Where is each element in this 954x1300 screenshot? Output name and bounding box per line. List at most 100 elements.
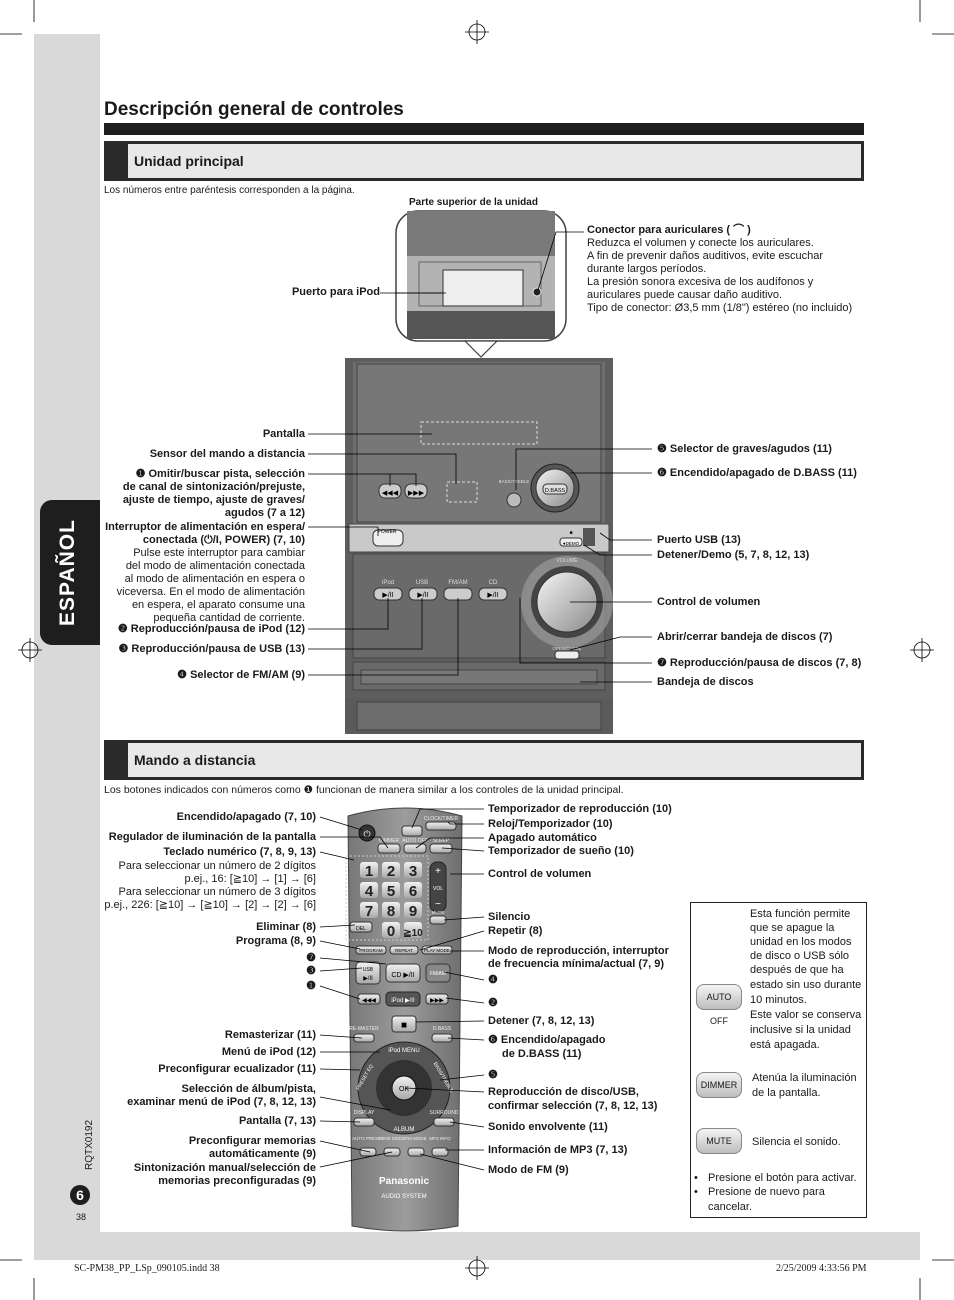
unit-ipod-text: iPod <box>382 580 394 586</box>
label-usb-port: Puerto USB (13) <box>657 534 741 546</box>
svg-text:⏻: ⏻ <box>363 829 370 839</box>
auto-off-desc-2: que se apague la <box>750 922 835 934</box>
title-rule <box>104 123 864 135</box>
svg-text:8: 8 <box>387 903 395 920</box>
auto-off-desc-8: Este valor se conserva <box>750 1009 862 1021</box>
remote-label-tuning-1: Sintonización manual/selección de <box>133 1162 316 1174</box>
unit-fmam-text: FM/AM <box>448 580 467 586</box>
remote-numeric-1: Para seleccionar un número de 2 dígitos <box>118 860 316 872</box>
svg-text:+: + <box>435 866 441 877</box>
remote-control: ⏻ CLOCK/TIMER DIMMER AUTO OFF SLEEP 1 2 … <box>345 807 463 1232</box>
remote-program-text: PROGRAM <box>359 948 383 953</box>
svg-text:▶▶▶: ▶▶▶ <box>430 998 444 1004</box>
remote-brand: Panasonic <box>379 1176 429 1187</box>
section-remote-title: Mando a distancia <box>128 743 861 777</box>
remote-mp3-info-text: MP3 INFO <box>429 1136 451 1141</box>
svg-text:4: 4 <box>365 883 374 900</box>
svg-text:CD ▶/II: CD ▶/II <box>391 972 414 979</box>
label-volume: Control de volumen <box>657 596 761 608</box>
label-bass-treble: ❺ Selector de graves/agudos (11) <box>657 443 832 455</box>
remote-label-stop: Detener (7, 8, 12, 13) <box>488 1015 595 1027</box>
remote-label-surround: Sonido envolvente (11) <box>488 1121 608 1133</box>
remote-label-sleep: Temporizador de sueño (10) <box>488 845 634 857</box>
auto-off-desc-3: unidad en los modos <box>750 936 852 948</box>
svg-text:VOLUME: VOLUME <box>556 558 578 564</box>
label-skip-4: agudos (7 a 12) <box>224 507 305 519</box>
remote-ok-text: OK <box>399 1086 409 1093</box>
svg-text:VOL: VOL <box>433 886 443 892</box>
bullet-2-marker: • <box>694 1186 698 1198</box>
headphone-line-3: durante largos períodos. <box>587 263 707 275</box>
top-of-unit-label: Parte superior de la unidad <box>409 197 538 208</box>
remote-label-repeat: Repetir (8) <box>488 925 543 937</box>
label-power-2: conectada (⏻/I, POWER) (7, 10) <box>142 534 305 546</box>
headphone-line-1: Reduzca el volumen y conecte los auricul… <box>587 237 814 249</box>
svg-text:POWER: POWER <box>378 529 397 535</box>
mute-desc: Silencia el sonido. <box>752 1136 841 1148</box>
remote-label-n4: ❹ <box>488 974 498 986</box>
section-main-unit: Unidad principal <box>104 141 864 181</box>
footer-date: 2/25/2009 4:33:56 PM <box>776 1263 867 1274</box>
left-margin-bar <box>34 34 100 1260</box>
svg-text:■: ■ <box>569 530 572 536</box>
remote-label-clock: Reloj/Temporizador (10) <box>488 818 613 830</box>
svg-text:FM/AM: FM/AM <box>430 971 446 977</box>
headphone-line-6: Tipo de conector: Ø3,5 mm (1/8") estéreo… <box>587 302 853 314</box>
headphone-line-4: La presión sonora excesiva de los audífo… <box>587 276 814 288</box>
remote-label-program: Programa (8, 9) <box>235 935 316 947</box>
bullet-1: Presione el botón para activar. <box>708 1172 857 1184</box>
section-remote: Mando a distancia <box>104 740 864 780</box>
remote-label-n3: ❸ <box>306 965 316 977</box>
label-tray: Bandeja de discos <box>657 676 754 688</box>
remote-label-auto-off: Apagado automático <box>488 832 597 844</box>
label-ipod-play: ❷ Reproducción/pausa de iPod (12) <box>117 623 305 635</box>
remote-label-dbass-1: ❻ Encendido/apagado <box>488 1034 606 1046</box>
bottom-margin-bar <box>34 1232 920 1260</box>
remote-play-mode-text: PLAY MODE <box>424 948 450 953</box>
svg-text:5: 5 <box>387 883 395 900</box>
remote-dimmer-text: DIMMER <box>379 838 400 844</box>
label-skip-1: ❶ Omitir/buscar pista, selección <box>135 468 305 480</box>
remote-dbass-text: D.BASS <box>433 1026 452 1032</box>
remote-remaster-text: RE-MASTER <box>349 1026 379 1032</box>
power-desc-3: al modo de alimentación en espera o <box>124 573 305 585</box>
page-title: Descripción general de controles <box>104 99 404 120</box>
label-sensor: Sensor del mando a distancia <box>149 448 305 460</box>
page-number: 6 <box>70 1185 90 1205</box>
footer-file: SC-PM38_PP_LSp_090105.indd 38 <box>74 1263 220 1274</box>
svg-text:USB: USB <box>363 967 374 973</box>
ipod-port-label: Puerto para iPod <box>291 286 380 298</box>
label-dbass: ❻ Encendido/apagado de D.BASS (11) <box>657 467 857 479</box>
label-usb-play: ❸ Reproducción/pausa de USB (13) <box>118 643 305 655</box>
svg-text:■: ■ <box>401 1020 407 1031</box>
remote-label-play-usb-2: confirmar selección (7, 8, 12, 13) <box>488 1100 658 1112</box>
svg-text:▶/II: ▶/II <box>363 976 373 982</box>
label-open-close: Abrir/cerrar bandeja de discos (7) <box>657 631 833 643</box>
remote-label-mute: Silencio <box>488 911 531 923</box>
remote-label-play-usb-1: Reproducción de disco/USB, <box>488 1086 639 1098</box>
svg-text:0: 0 <box>387 923 395 940</box>
remote-album-text: ALBUM <box>394 1127 415 1133</box>
label-cd-play: ❼ Reproducción/pausa de discos (7, 8) <box>657 657 862 669</box>
remote-label-preset-eq: Preconfigurar ecualizador (11) <box>158 1063 316 1075</box>
section-main-unit-title: Unidad principal <box>128 144 861 178</box>
remote-label-n2: ❷ <box>488 997 498 1009</box>
remote-label-display: Pantalla (7, 13) <box>238 1115 316 1127</box>
remote-label-play-mode-1: Modo de reproducción, interruptor <box>488 945 669 957</box>
auto-off-desc-1: Esta función permite <box>750 908 851 920</box>
remote-label-ipod-menu: Menú de iPod (12) <box>221 1046 316 1058</box>
auto-off-desc-4: de disco o USB sólo <box>750 950 850 962</box>
dimmer-button-image: DIMMER <box>696 1072 742 1098</box>
svg-text:●DEMO: ●DEMO <box>563 541 580 546</box>
remote-tune-mode-text: TUNE MODE <box>379 1136 406 1141</box>
power-desc-4: viceversa. En el modo de alimentación <box>116 586 305 598</box>
remote-label-auto-preset-1: Preconfigurar memorias <box>188 1135 316 1147</box>
dimmer-desc-1: Atenúa la iluminación <box>752 1072 857 1084</box>
auto-off-desc-9: inclusive si la unidad <box>750 1024 851 1036</box>
remote-del-text: DEL <box>356 926 366 932</box>
remote-label-album-1: Selección de álbum/pista, <box>181 1083 317 1095</box>
remote-label-tuning-2: memorias preconfiguradas (9) <box>158 1175 316 1187</box>
